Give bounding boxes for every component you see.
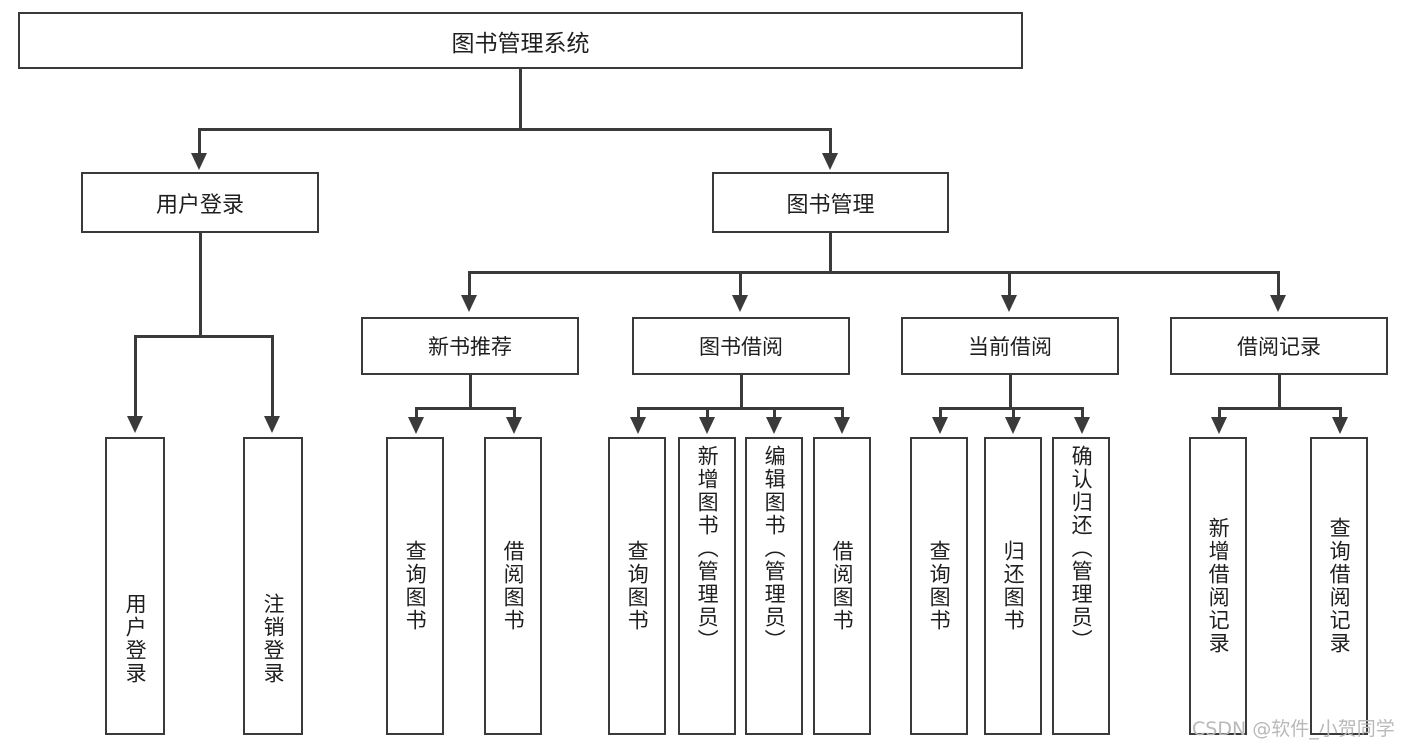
node-label: 当前借阅 (968, 335, 1052, 359)
csdn-watermark: CSDN @软件_小贺同学 (1192, 718, 1395, 740)
connector-bm-drop-3 (1008, 271, 1011, 298)
leaf-label: 编辑图书（管理员） (762, 445, 787, 652)
leaf-logout[interactable]: 注销登录 (243, 437, 303, 735)
node-label: 借阅记录 (1237, 335, 1321, 359)
leaf-bb-borrow-book[interactable]: 借阅图书 (813, 437, 871, 735)
connector-root-bus (198, 128, 831, 131)
arrow-to-leaf-cb-query-book (932, 417, 948, 434)
connector-bb-drop-1 (637, 407, 640, 420)
connector-root-right-drop (829, 128, 832, 156)
arrow-to-book-management (822, 153, 838, 170)
arrow-to-new-book-recommend (461, 295, 477, 312)
leaf-bb-edit-book-admin[interactable]: 编辑图书（管理员） (745, 437, 803, 735)
node-new-book-recommend[interactable]: 新书推荐 (361, 317, 579, 375)
arrow-to-leaf-cb-confirm-return (1074, 417, 1090, 434)
leaf-label: 新增借阅记录 (1206, 517, 1231, 655)
arrow-to-leaf-cb-return-book (1005, 417, 1021, 434)
leaf-label: 查询借阅记录 (1327, 517, 1352, 655)
arrow-to-leaf-bb-borrow-book (834, 417, 850, 434)
connector-cb-drop-1 (939, 407, 942, 420)
node-root-library-system[interactable]: 图书管理系统 (18, 12, 1023, 69)
leaf-cb-return-book[interactable]: 归还图书 (984, 437, 1042, 735)
leaf-label: 借阅图书 (830, 540, 855, 632)
leaf-label: 归还图书 (1001, 540, 1026, 632)
connector-bb-bus (637, 407, 843, 410)
arrow-to-leaf-bb-add-book (699, 417, 715, 434)
connector-br-stem (1278, 375, 1281, 408)
leaf-label: 注销登录 (261, 593, 286, 685)
leaf-nbr-borrow-book[interactable]: 借阅图书 (484, 437, 542, 735)
connector-br-bus (1218, 407, 1340, 410)
leaf-label: 借阅图书 (501, 540, 526, 632)
connector-user-login-stem (199, 233, 202, 337)
arrow-to-book-borrow (732, 295, 748, 312)
arrow-to-borrow-record (1270, 295, 1286, 312)
connector-nbr-drop-1 (415, 407, 418, 420)
connector-user-login-bus (134, 335, 272, 338)
leaf-label: 用户登录 (123, 593, 148, 685)
node-label: 新书推荐 (428, 335, 512, 359)
node-user-login[interactable]: 用户登录 (81, 172, 319, 233)
connector-bm-drop-1 (468, 271, 471, 298)
node-label: 用户登录 (155, 192, 244, 218)
connector-cb-bus (939, 407, 1082, 410)
node-book-borrow[interactable]: 图书借阅 (632, 317, 850, 375)
arrow-to-leaf-nbr-query-book (408, 417, 424, 434)
connector-book-management-stem (829, 233, 832, 272)
leaf-label: 新增图书（管理员） (695, 445, 720, 652)
connector-root-stem (519, 69, 522, 129)
connector-bb-drop-4 (841, 407, 844, 420)
arrow-to-current-borrow (1001, 295, 1017, 312)
connector-bm-drop-4 (1277, 271, 1280, 298)
node-label: 图书管理 (786, 192, 875, 218)
arrow-to-leaf-br-query-record (1332, 417, 1348, 434)
arrow-to-user-login (191, 153, 207, 170)
leaf-user-login[interactable]: 用户登录 (105, 437, 165, 735)
node-borrow-record[interactable]: 借阅记录 (1170, 317, 1388, 375)
connector-nbr-bus (415, 407, 513, 410)
connector-root-left-drop (198, 128, 201, 156)
connector-cb-drop-3 (1081, 407, 1084, 420)
node-label: 图书借阅 (699, 335, 783, 359)
connector-cb-drop-2 (1012, 407, 1015, 420)
leaf-bb-query-book[interactable]: 查询图书 (608, 437, 666, 735)
arrow-to-leaf-user-login (127, 416, 143, 433)
leaf-label: 确认归还（管理员） (1069, 445, 1094, 652)
arrow-to-leaf-logout (264, 416, 280, 433)
connector-nbr-stem (469, 375, 472, 408)
connector-cb-stem (1009, 375, 1012, 408)
leaf-nbr-query-book[interactable]: 查询图书 (386, 437, 444, 735)
connector-nbr-drop-2 (513, 407, 516, 420)
leaf-cb-confirm-return-admin[interactable]: 确认归还（管理员） (1052, 437, 1110, 735)
arrow-to-leaf-br-add-record (1211, 417, 1227, 434)
connector-br-drop-1 (1218, 407, 1221, 420)
connector-bb-drop-3 (773, 407, 776, 420)
connector-user-login-drop-2 (271, 335, 274, 420)
connector-user-login-drop-1 (134, 335, 137, 420)
leaf-label: 查询图书 (403, 540, 428, 632)
node-book-management[interactable]: 图书管理 (712, 172, 949, 233)
leaf-br-query-record[interactable]: 查询借阅记录 (1310, 437, 1368, 735)
connector-bm-drop-2 (739, 271, 742, 298)
arrow-to-leaf-bb-query-book (630, 417, 646, 434)
connector-bb-drop-2 (706, 407, 709, 420)
arrow-to-leaf-bb-edit-book (766, 417, 782, 434)
leaf-br-add-record[interactable]: 新增借阅记录 (1189, 437, 1247, 735)
connector-br-drop-2 (1339, 407, 1342, 420)
leaf-label: 查询图书 (927, 540, 952, 632)
connector-book-management-bus (468, 271, 1279, 274)
leaf-label: 查询图书 (625, 540, 650, 632)
node-current-borrow[interactable]: 当前借阅 (901, 317, 1119, 375)
connector-bb-stem (740, 375, 743, 408)
leaf-cb-query-book[interactable]: 查询图书 (910, 437, 968, 735)
arrow-to-leaf-nbr-borrow-book (506, 417, 522, 434)
node-label: 图书管理系统 (451, 30, 590, 57)
leaf-bb-add-book-admin[interactable]: 新增图书（管理员） (678, 437, 736, 735)
